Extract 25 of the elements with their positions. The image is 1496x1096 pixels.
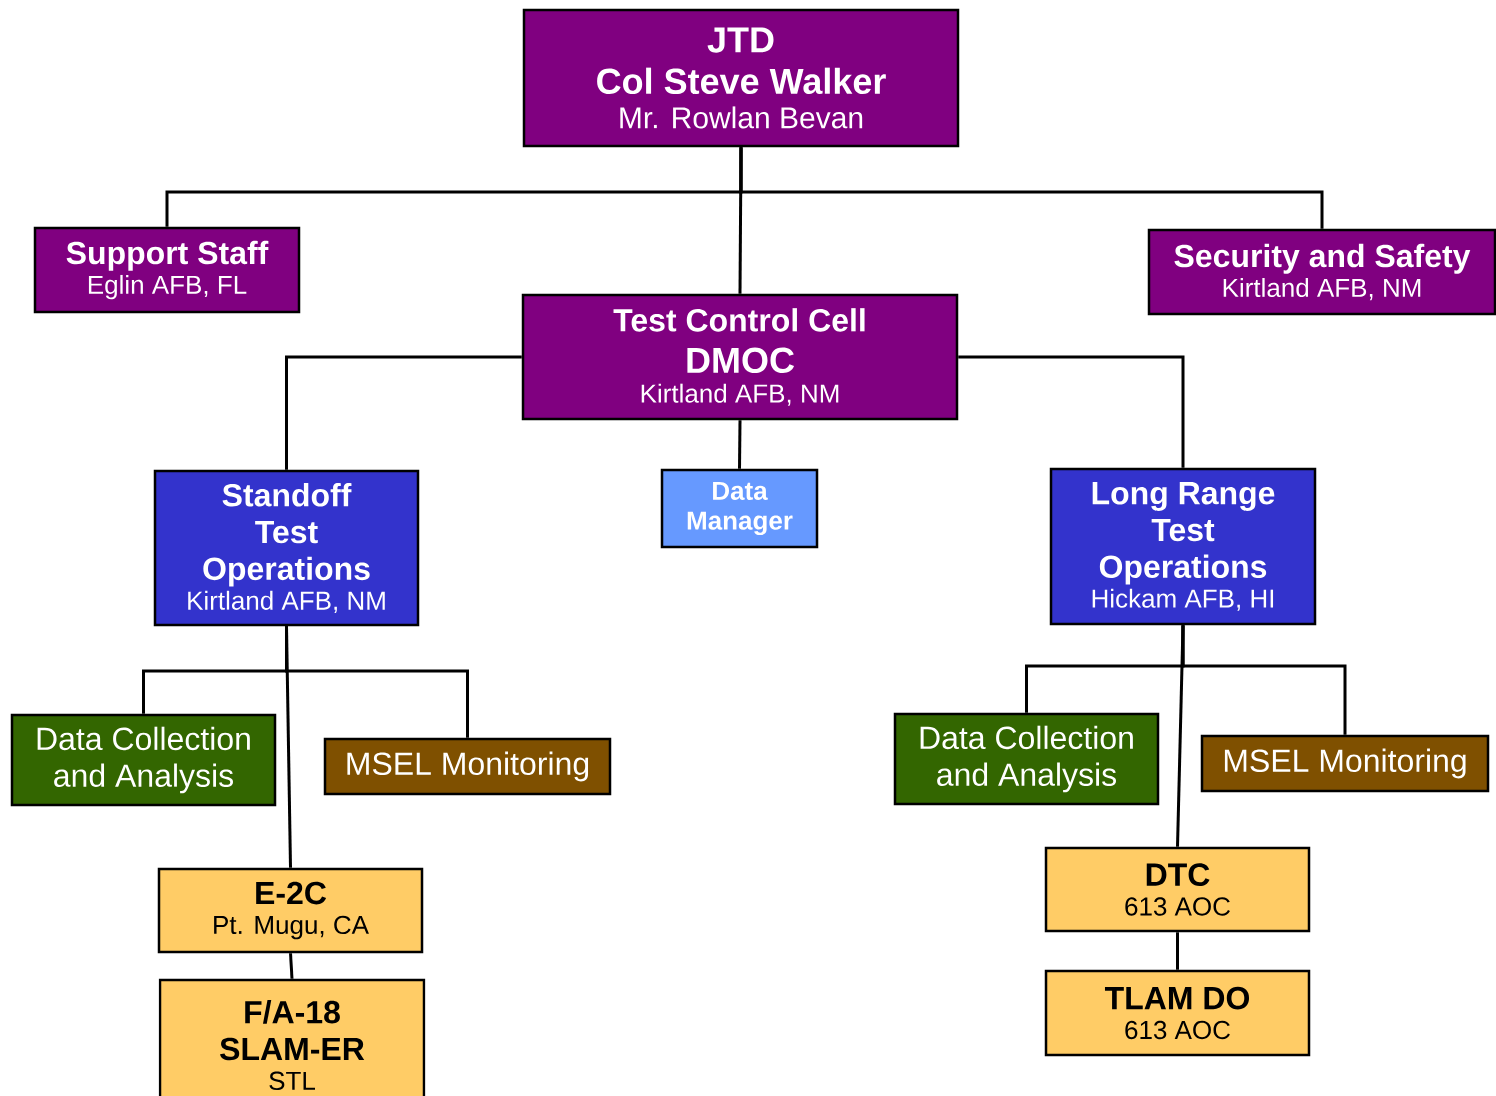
- org-box: Data Collection and Analysis: [10, 713, 277, 807]
- org-box: Support Staff Eglin AFB, FL: [33, 226, 301, 314]
- org-box: Data Collection and Analysis: [893, 712, 1160, 806]
- connector-line: [739, 147, 1324, 229]
- org-box: MSEL Monitoring: [323, 737, 612, 796]
- org-box: Test Control Cell DMOC Kirtland AFB, NM: [521, 293, 959, 421]
- connector-line: [289, 953, 294, 979]
- org-box: DTC 613 AOC: [1044, 846, 1311, 933]
- connector-line: [285, 355, 522, 470]
- org-box: Data Manager: [660, 468, 819, 549]
- org-box: MSEL Monitoring: [1200, 734, 1490, 793]
- org-box: Long Range Test Operations Hickam AFB, HI: [1049, 467, 1317, 626]
- org-box: E-2C Pt. Mugu, CA: [157, 867, 424, 954]
- connector-line: [738, 420, 742, 469]
- connector-line: [285, 626, 292, 868]
- org-box: F/A-18 SLAM-ER STL: [158, 978, 426, 1096]
- connector-line: [958, 355, 1185, 468]
- org-box: Security and Safety Kirtland AFB, NM: [1147, 228, 1496, 316]
- org-box: Standoff Test Operations Kirtland AFB, NM: [153, 469, 420, 627]
- org-box: JTD Col Steve Walker Mr. Rowlan Bevan: [522, 8, 960, 148]
- connector-line: [1176, 625, 1185, 847]
- connector-line: [1181, 625, 1347, 735]
- org-box: TLAM DO 613 AOC: [1044, 969, 1311, 1057]
- connector-line: [738, 147, 743, 294]
- connector-line: [1176, 932, 1179, 970]
